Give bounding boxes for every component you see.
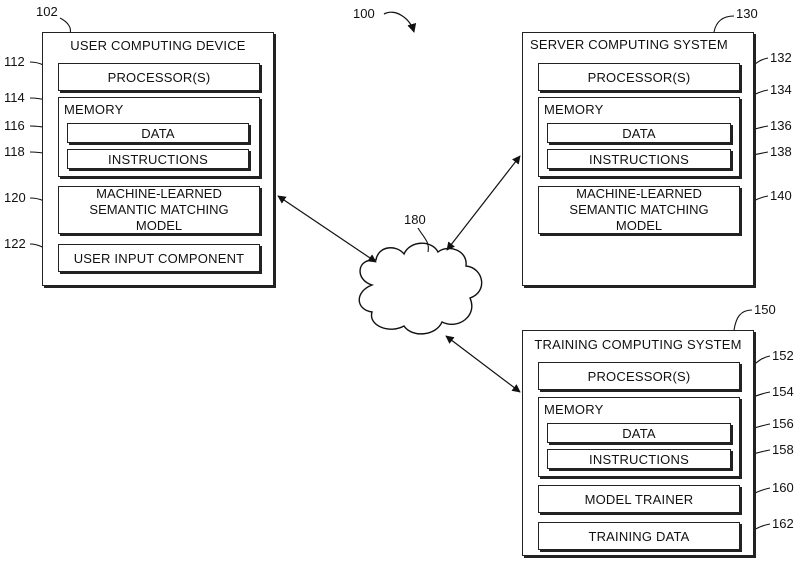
user-processor-ref: 112: [4, 54, 25, 69]
server-memory-ref: 134: [770, 82, 792, 97]
arrow-training-network: [445, 335, 521, 393]
training-processor-ref: 152: [772, 348, 794, 363]
training-data-ref: 156: [772, 416, 794, 431]
server-data-ref: 136: [770, 118, 792, 133]
user-device-ref: 102: [36, 4, 58, 19]
user-memory-ref: 114: [4, 90, 25, 105]
server-model-ref: 140: [770, 188, 792, 203]
user-input-ref: 122: [4, 236, 26, 251]
training-data-box: DATA: [547, 423, 731, 443]
arrow-device-network: [277, 195, 377, 263]
user-data-box: DATA: [67, 123, 249, 143]
network-leader-line: [417, 227, 429, 253]
model-trainer-ref: 160: [772, 480, 794, 495]
server-ref: 130: [736, 6, 758, 21]
figure-pointer-arrow: [383, 11, 417, 33]
user-input-component-box: USER INPUT COMPONENT: [58, 244, 260, 272]
server-processor-box: PROCESSOR(S): [538, 63, 740, 91]
training-ref: 150: [754, 302, 776, 317]
training-instructions-box: INSTRUCTIONS: [547, 449, 731, 469]
user-instructions-ref: 118: [4, 144, 25, 159]
server-processor-ref: 132: [770, 50, 792, 65]
leader-150: [733, 309, 753, 331]
user-data-ref: 116: [4, 118, 25, 133]
server-model-box: MACHINE-LEARNED SEMANTIC MATCHING MODEL: [538, 186, 740, 234]
training-processor-box: PROCESSOR(S): [538, 362, 740, 390]
network-ref: 180: [404, 212, 426, 227]
leader-130: [713, 15, 735, 33]
server-model-label: MACHINE-LEARNED SEMANTIC MATCHING MODEL: [569, 186, 709, 233]
training-data-store-box: TRAINING DATA: [538, 522, 740, 550]
user-device-title: USER COMPUTING DEVICE: [70, 37, 246, 53]
server-data-box: DATA: [547, 123, 731, 143]
user-model-label: MACHINE-LEARNED SEMANTIC MATCHING MODEL: [89, 186, 229, 233]
user-processor-box: PROCESSOR(S): [58, 63, 260, 91]
arrow-server-network: [446, 155, 521, 251]
server-memory-label: MEMORY: [544, 102, 604, 117]
user-instructions-box: INSTRUCTIONS: [67, 149, 249, 169]
training-title: TRAINING COMPUTING SYSTEM: [534, 336, 742, 352]
training-memory-label: MEMORY: [544, 402, 604, 417]
figure-number: 100: [353, 6, 375, 21]
training-memory-ref: 154: [772, 384, 794, 399]
model-trainer-box: MODEL TRAINER: [538, 485, 740, 513]
server-title: SERVER COMPUTING SYSTEM: [530, 37, 728, 52]
user-model-box: MACHINE-LEARNED SEMANTIC MATCHING MODEL: [58, 186, 260, 234]
server-instructions-box: INSTRUCTIONS: [547, 149, 731, 169]
network-cloud-icon: [358, 242, 483, 335]
training-instructions-ref: 158: [772, 442, 794, 457]
training-data-store-ref: 162: [772, 516, 794, 531]
user-model-ref: 120: [4, 190, 26, 205]
server-instructions-ref: 138: [770, 144, 792, 159]
user-memory-label: MEMORY: [64, 102, 124, 117]
